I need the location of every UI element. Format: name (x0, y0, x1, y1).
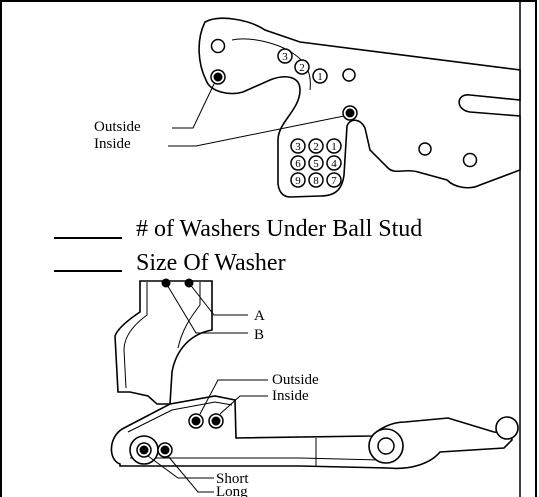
grid-number: 5 (313, 158, 319, 170)
arm-short-dot (139, 445, 149, 455)
adjust-number-2: 2 (299, 62, 305, 74)
washer-form: # of Washers Under Ball Stud Size Of Was… (54, 216, 422, 276)
ball-stud-ball (495, 416, 519, 440)
adjust-circle-2 (294, 59, 310, 75)
upper-outside-label: Outside (94, 119, 141, 135)
upper-bracket-inner-edge (231, 38, 311, 91)
washer-size-label: Size Of Washer (136, 250, 286, 276)
grid-number: 1 (331, 141, 337, 153)
arm-inside-leader-line (219, 395, 268, 415)
label-a: A (254, 308, 265, 324)
a-leader-line (188, 282, 248, 316)
grid-circle (326, 155, 342, 171)
adjust-number-3: 3 (282, 51, 288, 63)
mount-hole-top (210, 38, 226, 54)
grid-circle (308, 172, 324, 188)
ball-joint-hole (377, 437, 395, 455)
grid-circle (308, 138, 324, 154)
short-leader-line (147, 455, 214, 479)
washers-count-label: # of Washers Under Ball Stud (136, 216, 422, 242)
arm-tower-inner-edge (123, 282, 148, 389)
arm-outside-label: Outside (272, 372, 319, 388)
grid-number: 7 (331, 175, 337, 187)
adjust-grid: 3 2 1 6 5 4 9 8 7 (290, 138, 342, 188)
adjust-circle-1 (312, 68, 328, 84)
arm-outside-leader-line (199, 379, 268, 415)
grid-circle (290, 138, 306, 154)
ball-stud-outside-dot (213, 72, 223, 82)
outside-leader-line (172, 83, 215, 129)
adjust-number-1: 1 (317, 71, 323, 83)
arm-tower-rib (177, 282, 201, 349)
upper-inside-label: Inside (94, 136, 131, 152)
inside-leader-line (168, 115, 345, 147)
bracket-hole-end (462, 152, 478, 168)
arm-body-bottom-edge (130, 457, 381, 461)
grid-circle (290, 172, 306, 188)
lower-arm: A B Outside Inside Short Long (110, 278, 519, 497)
grid-circle (326, 172, 342, 188)
arm-body-outline (110, 395, 513, 470)
bracket-hole-lower (418, 142, 432, 156)
arm-outside-dot (191, 416, 201, 426)
grid-number: 6 (295, 158, 301, 170)
grid-number: 2 (313, 141, 319, 153)
label-b: B (254, 327, 264, 343)
grid-number: 8 (313, 175, 319, 187)
arm-body-top-edge (127, 401, 233, 433)
grid-circle (308, 155, 324, 171)
arm-long-dot (160, 445, 170, 455)
upper-bracket-outline (198, 17, 521, 198)
adjust-circle-3 (277, 48, 293, 64)
mount-hole-right (342, 68, 356, 82)
arm-tower-outline (114, 280, 213, 405)
short-label: Short (216, 471, 249, 487)
grid-number: 3 (295, 141, 301, 153)
arm-inside-dot (211, 416, 221, 426)
adjust-numbers-top: 3 2 1 (277, 48, 328, 84)
grid-number: 9 (295, 175, 301, 187)
b-leader-line (165, 282, 248, 334)
arm-inside-label: Inside (272, 388, 309, 404)
grid-circle (290, 155, 306, 171)
long-label: Long (216, 484, 248, 497)
upper-bracket: 3 2 1 3 2 1 6 5 4 9 8 7 (94, 17, 521, 198)
ball-stud-inside-dot (345, 108, 355, 118)
grid-circle (326, 138, 342, 154)
long-leader-line (167, 455, 214, 493)
grid-number: 4 (331, 158, 337, 170)
